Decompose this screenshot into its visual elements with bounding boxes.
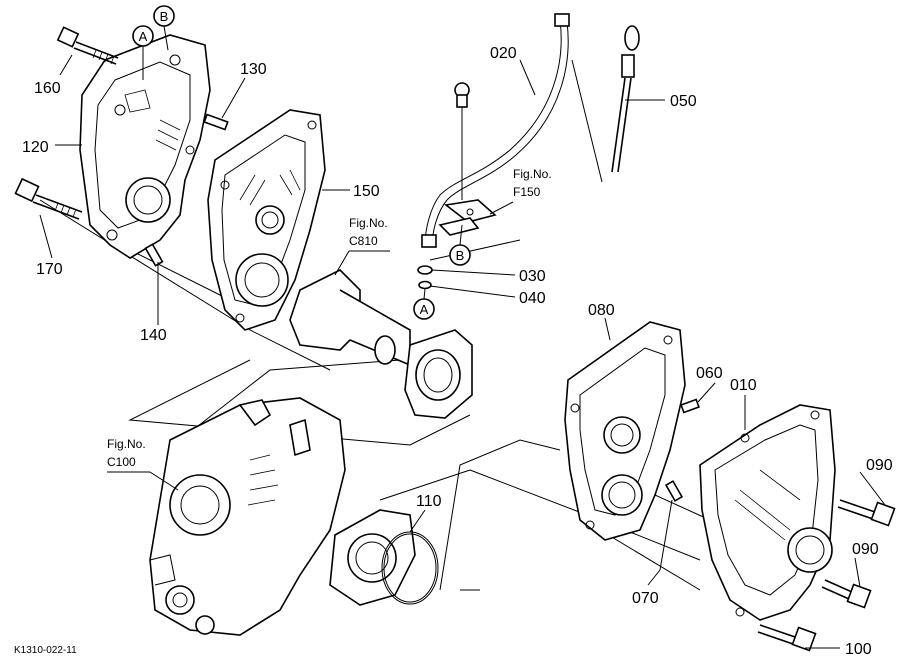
part-020-dipstick-pipe xyxy=(421,13,570,248)
label-080: 080 xyxy=(588,302,615,319)
svg-text:Fig.No.: Fig.No. xyxy=(349,216,388,230)
part-070-pin xyxy=(659,480,684,571)
part-130-pin xyxy=(203,113,229,131)
svg-text:C810: C810 xyxy=(349,234,378,248)
label-120: 120 xyxy=(22,139,49,156)
label-130: 130 xyxy=(240,61,267,78)
label-150: 150 xyxy=(353,183,380,200)
part-060-pin xyxy=(680,398,700,414)
svg-text:A: A xyxy=(420,302,429,317)
drawing-code: K1310-022-11 xyxy=(14,645,77,656)
svg-text:B: B xyxy=(160,9,169,24)
label-100: 100 xyxy=(845,641,872,658)
part-090-bolt-upper xyxy=(837,499,896,527)
svg-text:Fig.No.: Fig.No. xyxy=(513,167,552,181)
svg-text:C100: C100 xyxy=(107,455,136,469)
part-050-dipstick xyxy=(571,25,640,183)
part-010-case-cover xyxy=(699,404,836,621)
label-040: 040 xyxy=(519,290,546,307)
figure-ref-f150: Fig.No. F150 xyxy=(489,167,552,215)
part-090-bolt-lower xyxy=(821,579,872,609)
label-010: 010 xyxy=(730,377,757,394)
part-100-bolt xyxy=(757,624,817,652)
part-080-gasket xyxy=(564,321,686,541)
part-160-bolt xyxy=(56,26,119,65)
part-170-bolt xyxy=(14,177,83,220)
sleeve-assembly-c810 xyxy=(289,269,473,419)
callout-b-top: B xyxy=(153,5,175,51)
svg-text:Fig.No.: Fig.No. xyxy=(107,437,146,451)
figure-ref-c810: Fig.No. C810 xyxy=(334,216,390,276)
svg-text:B: B xyxy=(456,248,465,263)
part-150-gasket-plate xyxy=(207,109,326,331)
part-120-gear-case-plate xyxy=(79,34,211,259)
label-070: 070 xyxy=(632,590,659,607)
label-030: 030 xyxy=(519,268,546,285)
label-160: 160 xyxy=(34,80,61,97)
callout-a-top: A xyxy=(132,25,154,80)
svg-text:F150: F150 xyxy=(513,185,541,199)
label-060: 060 xyxy=(696,365,723,382)
leader-lines xyxy=(39,54,886,649)
label-170: 170 xyxy=(36,261,63,278)
callout-b-mid: B xyxy=(449,224,471,266)
label-140: 140 xyxy=(140,327,167,344)
figure-ref-c100: Fig.No. C100 xyxy=(107,437,179,491)
transmission-case-c100 xyxy=(149,397,346,636)
part-040-washer xyxy=(418,280,432,290)
label-110: 110 xyxy=(416,493,442,510)
label-050: 050 xyxy=(670,93,697,110)
label-020: 020 xyxy=(490,45,517,62)
part-140-pin xyxy=(144,243,164,325)
callout-a-mid: A xyxy=(413,288,435,320)
svg-text:A: A xyxy=(139,29,148,44)
part-030-washer xyxy=(417,265,433,275)
label-090-lower: 090 xyxy=(852,541,879,558)
label-090-upper: 090 xyxy=(866,457,893,474)
front-flange-plate xyxy=(329,509,416,606)
